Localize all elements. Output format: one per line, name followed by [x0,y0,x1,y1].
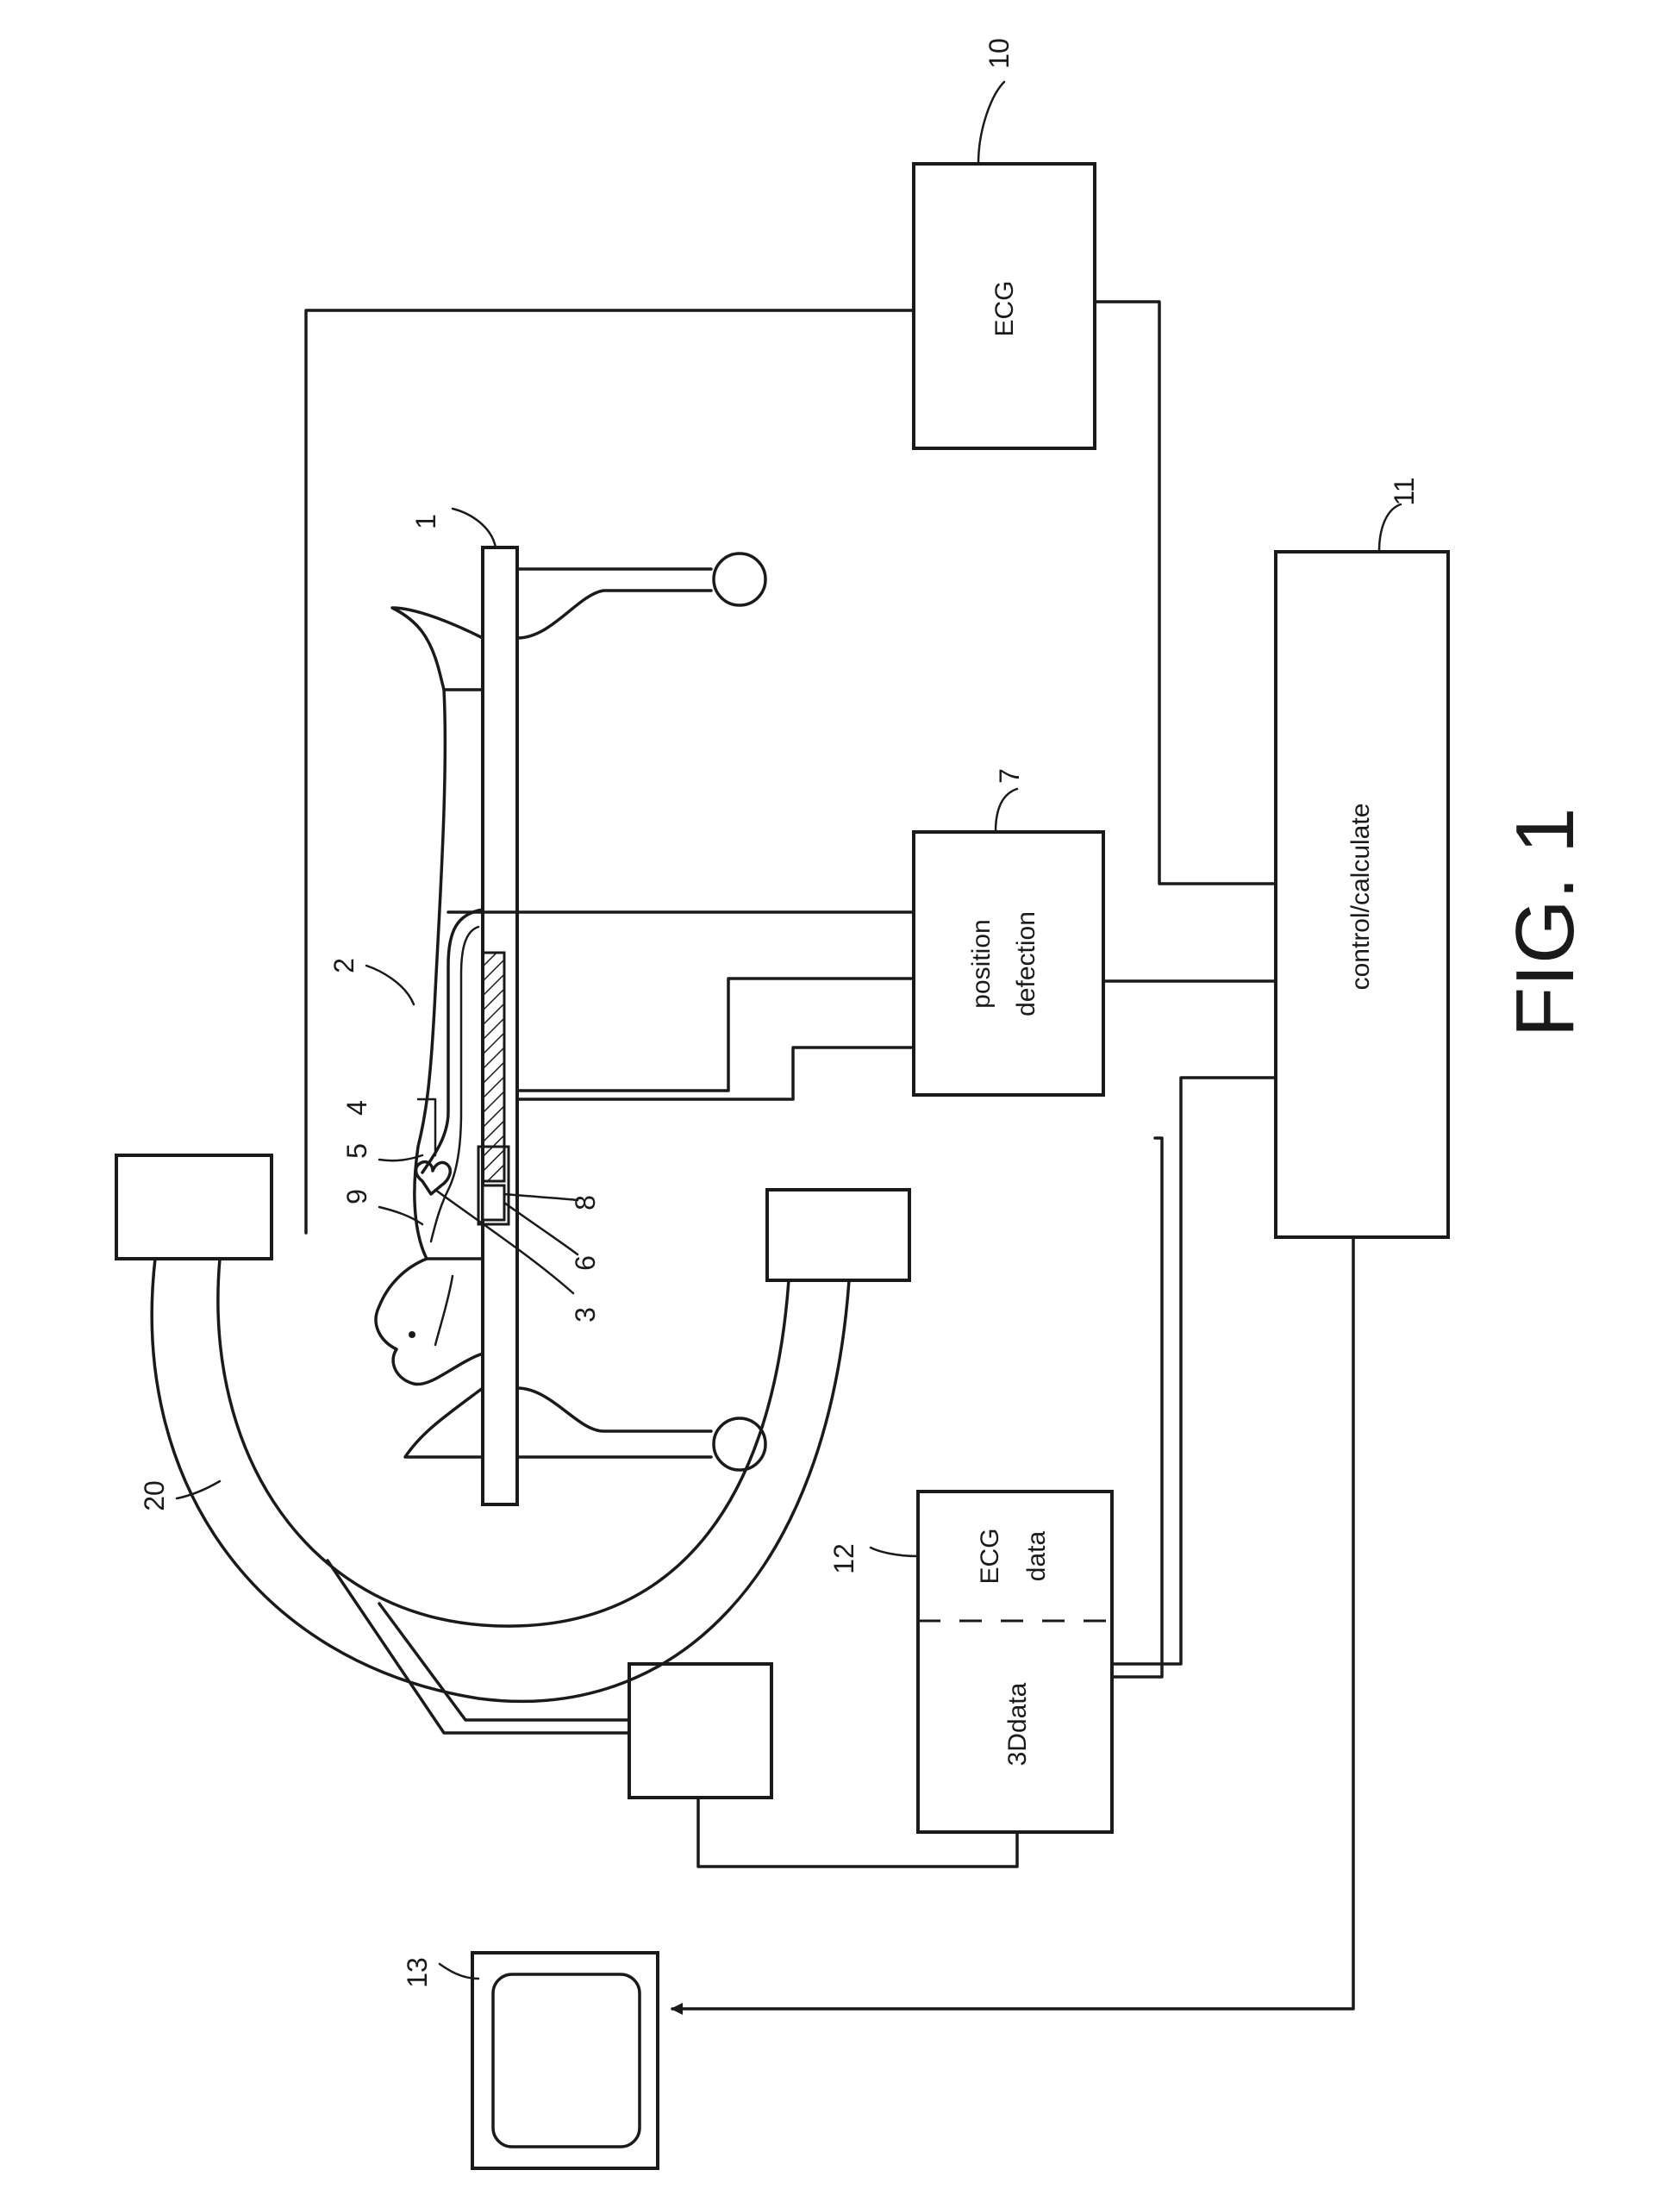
monitor-outer [472,1953,658,2168]
xray-detector-box [116,1155,272,1259]
storage-block: ECG data 3Ddata 12 [828,1492,1112,1832]
storage-ecg-label-2: data [1022,1530,1051,1581]
patient-pillow [405,1388,483,1457]
heart-icon [416,1162,451,1194]
patient-ref-leader [366,966,414,1004]
wire-storage-bus [1112,1138,1162,1677]
ecg-block: ECG 10 [914,38,1095,448]
table-ref: 1 [410,514,441,529]
patient-feet [392,608,483,690]
c-arm-ref-leader [177,1481,220,1498]
storage-ref: 12 [828,1543,859,1574]
monitor-screen [493,1974,640,2147]
ecg-ref-leader [978,82,1004,164]
sensor-5-ref: 5 [341,1143,372,1159]
monitor-block: 13 [402,1953,658,2168]
image-box [629,1664,771,1798]
ecg-ref: 10 [984,38,1015,69]
wire-patient-to-ecg [306,310,914,1233]
c-arm-ref: 20 [139,1480,170,1511]
table-leg-lower [517,1388,711,1457]
storage-ref-leader [871,1548,918,1556]
heart-ref: 3 [570,1307,601,1323]
position-block: position defection 7 [914,768,1103,1095]
c-arm-mount-outer [328,1560,629,1733]
c-arm: 20 [139,1259,849,1733]
figure-caption: FIG. 1 [1499,808,1591,1038]
wire-control-to-storage [1112,1078,1276,1664]
field-generator-ref: 8 [570,1195,601,1210]
ecg-label: ECG [990,280,1019,336]
sensor-6-ref: 6 [570,1255,601,1271]
lead-ref: 9 [341,1189,372,1204]
table-wheel-upper [714,554,765,605]
c-arm-inner [218,1259,789,1626]
control-ref: 11 [1389,477,1420,505]
patient-neck-line [435,1276,453,1345]
storage-3d-label: 3Ddata [1003,1682,1032,1766]
monitor-ref: 13 [402,1957,433,1988]
patient-eye [409,1331,415,1338]
wire-control-to-monitor [672,1237,1353,2009]
wire-generator-to-position-a [517,979,914,1091]
control-ref-leader [1379,504,1401,552]
position-ref: 7 [994,768,1025,784]
control-block: control/calculate 11 [1276,477,1448,1237]
position-label-1: position [967,919,996,1008]
patient-head [376,1259,483,1385]
table-leg-upper [517,569,711,638]
sensor-4-ref: 4 [341,1100,372,1116]
storage-box [918,1492,1112,1832]
c-arm-mount-inner [379,1604,629,1720]
position-label-2: defection [1012,911,1040,1016]
storage-ecg-label-1: ECG [976,1528,1004,1584]
position-ref-leader [996,789,1017,832]
sensor-6-element [483,1185,504,1220]
c-arm-outer [152,1259,849,1701]
patient-table: 1 [410,509,765,1504]
table-ref-leader [453,509,496,547]
xray-source-box [767,1190,909,1280]
control-label: control/calculate [1346,804,1375,991]
patient-ref: 2 [328,958,359,973]
position-box [914,832,1103,1095]
catheter-inner [431,927,478,1241]
wire-ecg-to-control [1095,302,1276,884]
patient: 2 [328,608,483,1457]
field-generator-ref-leader [504,1194,578,1200]
